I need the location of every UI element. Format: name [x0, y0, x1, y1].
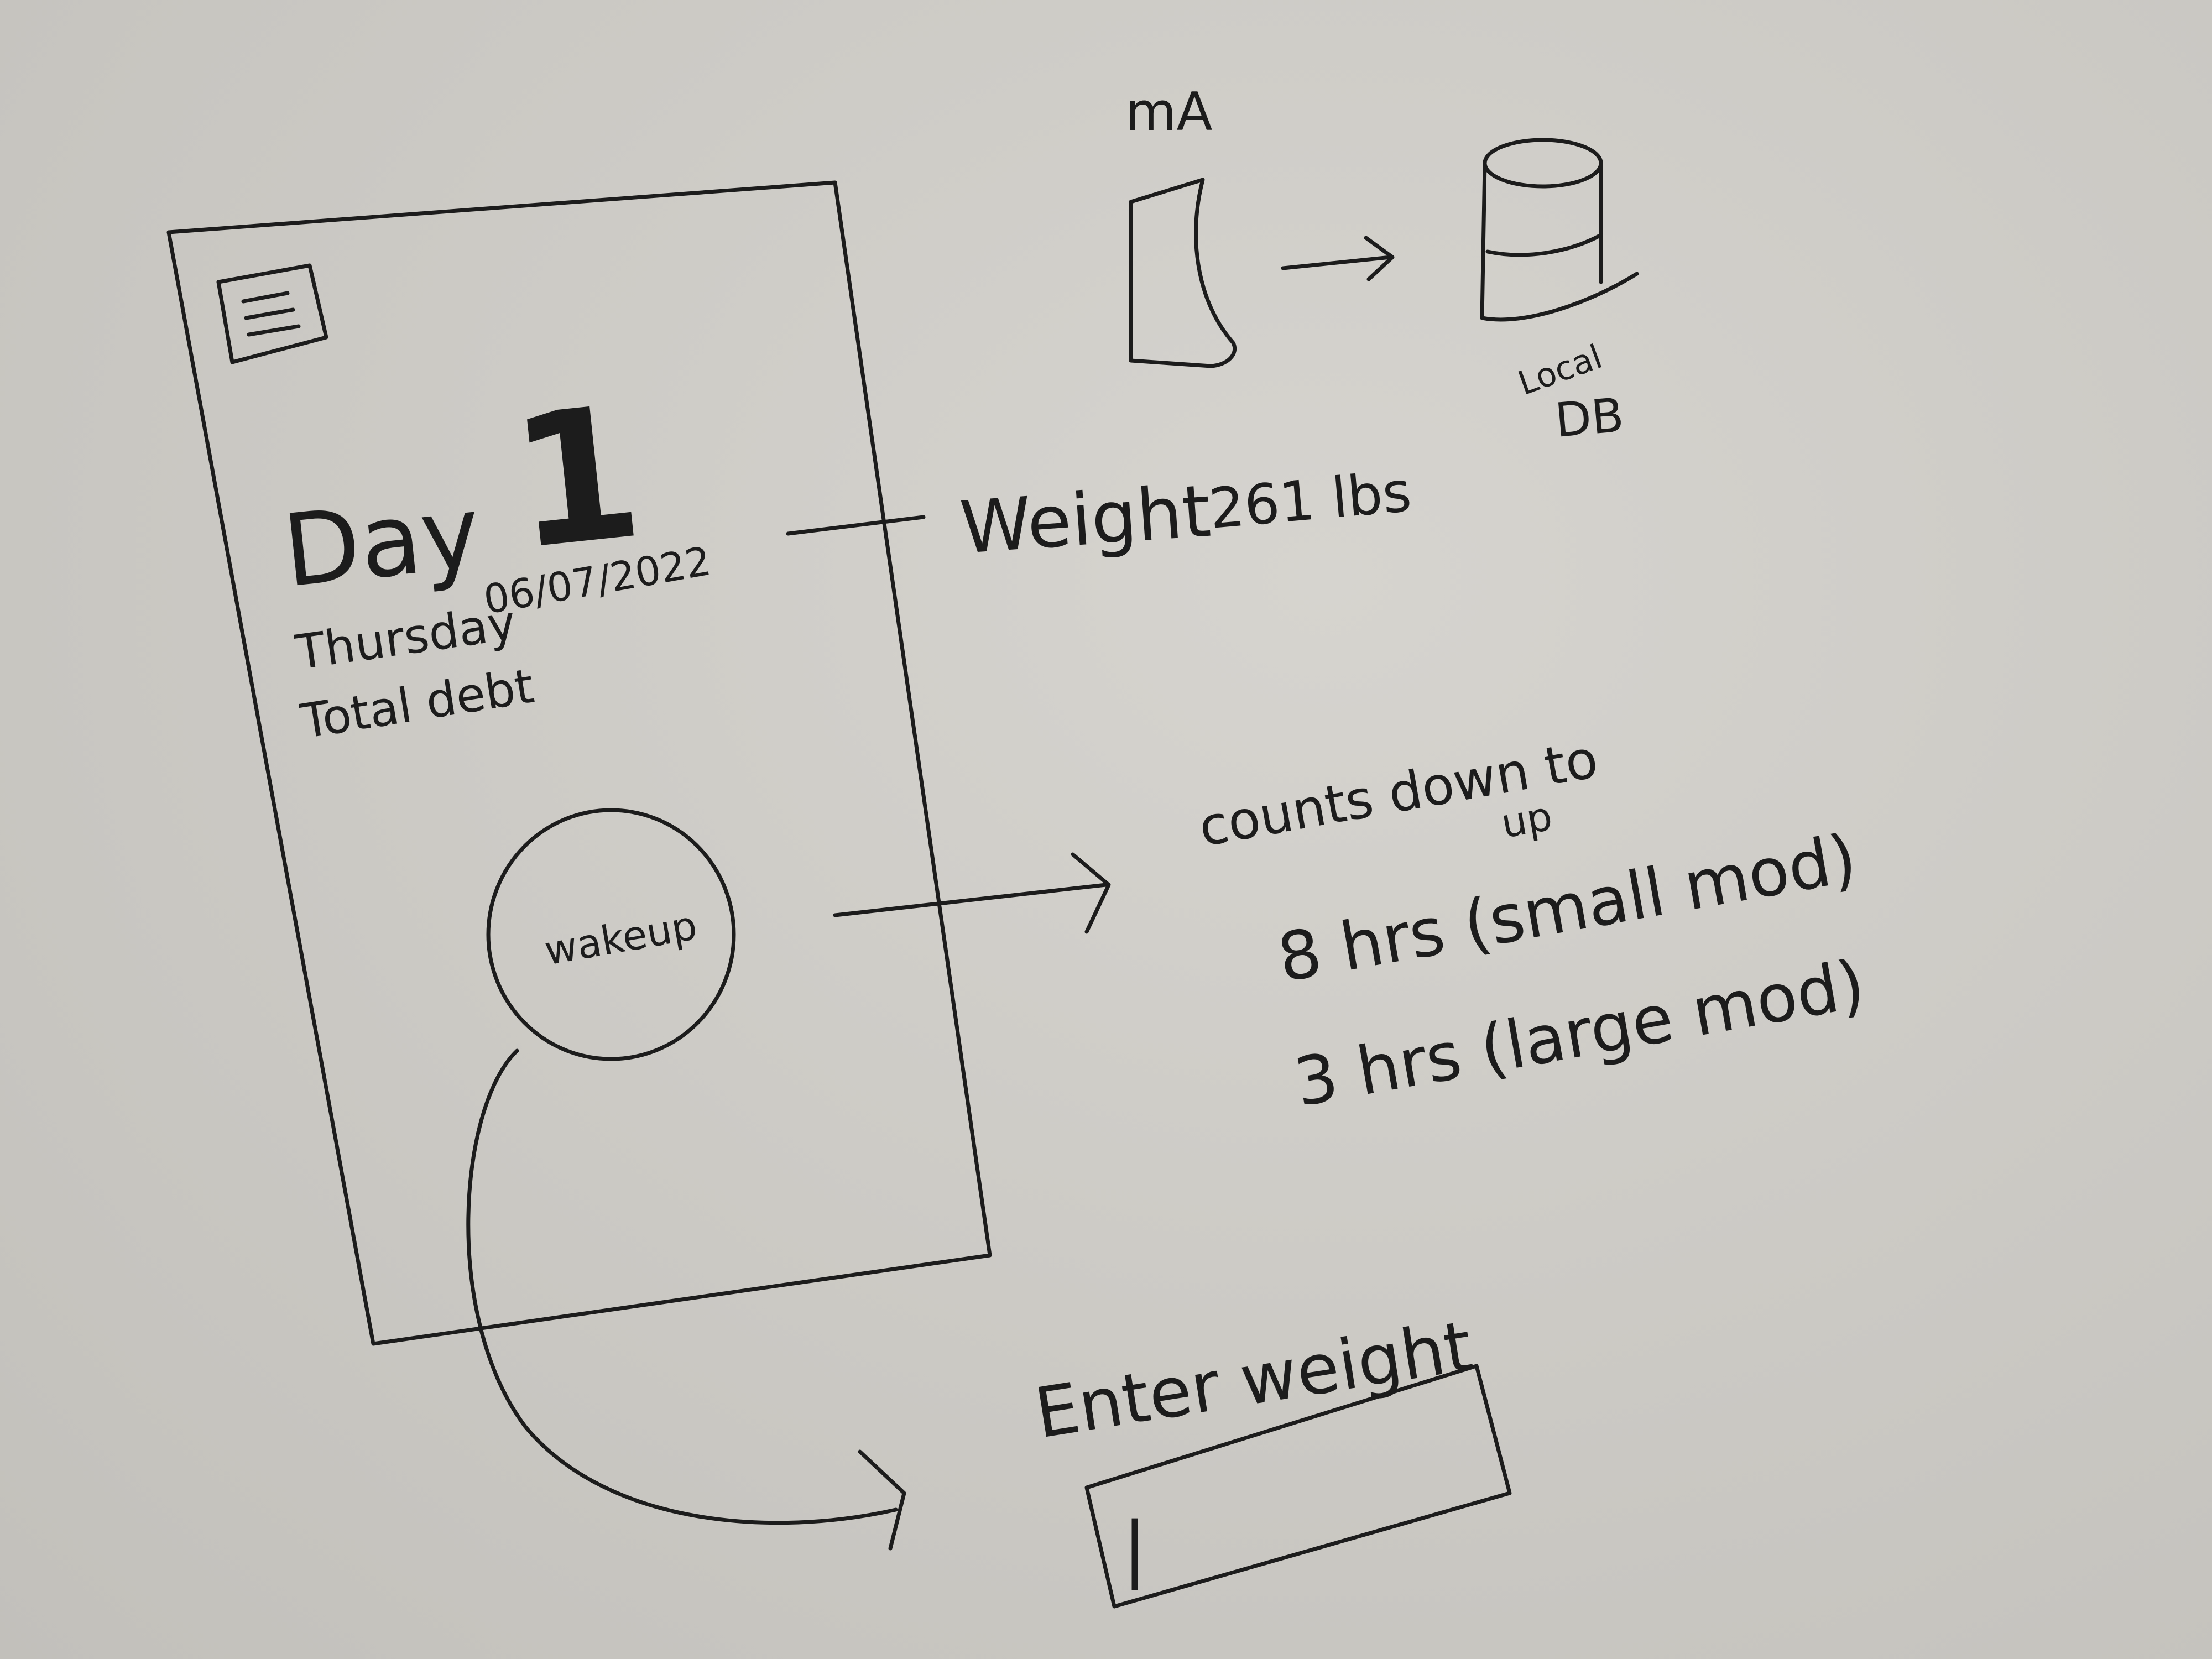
wakeup-button[interactable]: wakeup: [486, 808, 736, 1061]
day-number: 1: [502, 366, 651, 591]
enter-weight-label: Enter weight: [1030, 1306, 1478, 1454]
architecture-arrow: [1281, 236, 1395, 281]
weight-input-field[interactable]: |: [1084, 1364, 1512, 1609]
counts-arrow: [833, 852, 1111, 934]
source-label: mA: [1125, 82, 1213, 143]
counts-correction-text: up: [1498, 792, 1556, 847]
db-label-db: DB: [1553, 388, 1626, 448]
weight-input-cursor: |: [1123, 1506, 1147, 1590]
weight-label: Weight: [958, 469, 1213, 570]
device-icon: [1129, 178, 1237, 368]
enter-weight-arrow: [466, 1048, 906, 1551]
day-label: Day: [278, 474, 486, 610]
wakeup-button-label: wakeup: [541, 902, 700, 974]
phone-frame: [166, 180, 992, 1346]
weight-connector-line: [786, 515, 926, 536]
hamburger-menu-icon[interactable]: [216, 263, 328, 364]
weight-value: 261 lbs: [1207, 459, 1414, 541]
database-icon: [1480, 138, 1639, 322]
